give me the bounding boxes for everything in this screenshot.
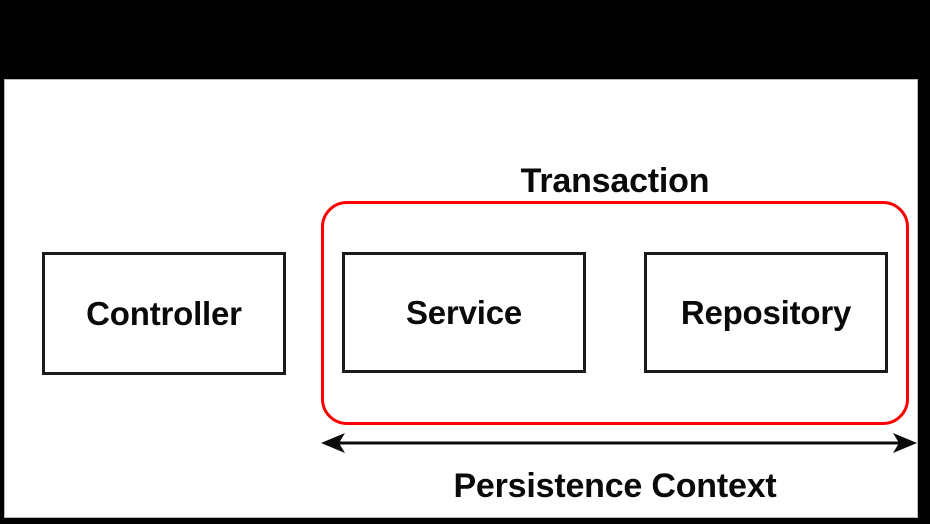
node-service-label: Service <box>405 294 523 331</box>
arrow-head-left <box>321 433 345 453</box>
node-service[interactable]: Service <box>342 252 586 373</box>
node-repository-label: Repository <box>680 294 852 331</box>
persistence-context-label: Persistence Context <box>453 467 777 505</box>
node-repository[interactable]: Repository <box>644 252 888 373</box>
node-controller[interactable]: Controller <box>42 252 286 375</box>
letterbox-bottom-band <box>0 518 930 524</box>
node-controller-label: Controller <box>86 295 242 332</box>
persistence-context-arrow <box>315 428 923 458</box>
transaction-boundary-label: Transaction <box>520 162 710 200</box>
arrow-head-right <box>893 433 917 453</box>
letterbox-top-band <box>0 0 930 79</box>
diagram-sheet: Transaction Controller Service Repositor… <box>4 79 918 518</box>
